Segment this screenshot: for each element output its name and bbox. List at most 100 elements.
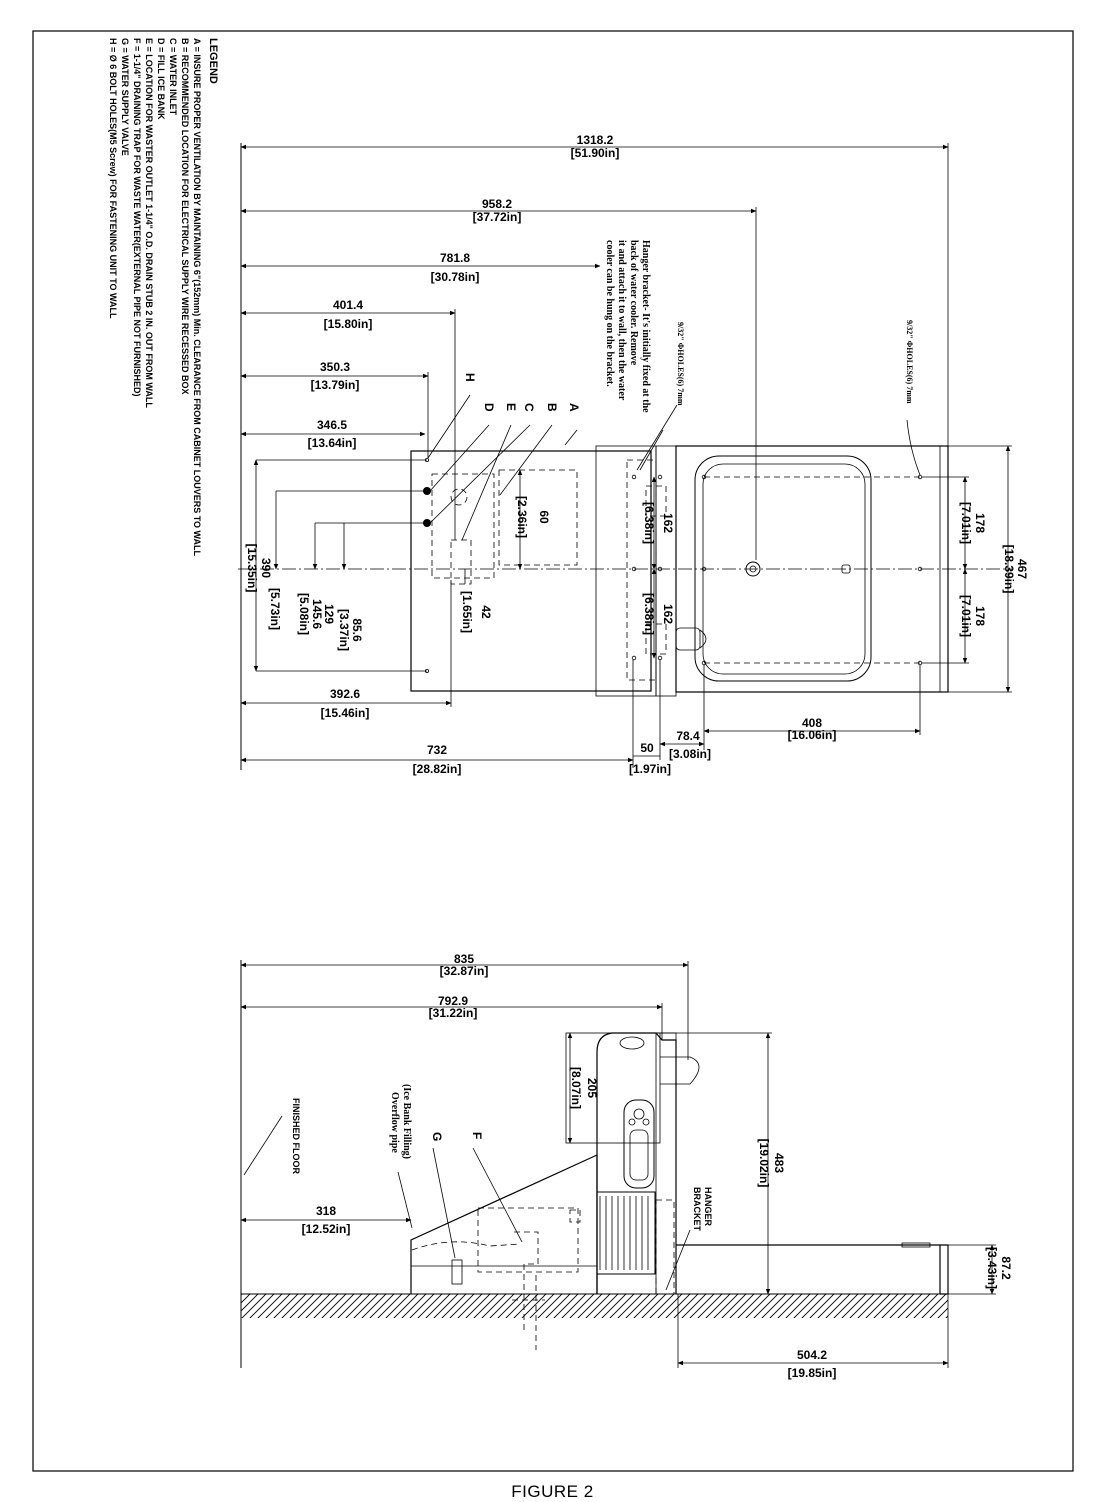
legend-item-b: B = RECOMMENDED LOCATION FOR ELECTRICAL … — [180, 38, 190, 394]
svg-text:178: 178 — [973, 606, 987, 626]
dim-504: 504.2 [19.85in] — [677, 1294, 949, 1380]
water-supply-valve — [451, 1259, 463, 1285]
push-button — [675, 627, 701, 651]
drawing-border — [32, 30, 1074, 1472]
legend-item-f: F = 1-1/4" DRAINING TRAP FOR WASTE WATER… — [132, 38, 142, 397]
drain-icon — [841, 564, 851, 574]
svg-text:1318.2: 1318.2 — [577, 133, 614, 147]
svg-text:78.4: 78.4 — [676, 729, 700, 743]
svg-text:87.2: 87.2 — [999, 1256, 1013, 1280]
dim-346: 346.5 [13.64in] — [240, 418, 426, 450]
svg-text:HANGER: HANGER — [703, 1187, 713, 1227]
svg-text:792.9: 792.9 — [438, 994, 468, 1008]
svg-text:401.4: 401.4 — [333, 298, 363, 312]
svg-text:[7.01in]: [7.01in] — [959, 502, 973, 544]
dim-408: 408 [16.06in] — [703, 665, 921, 742]
svg-text:Hanger bracket- It's initially: Hanger bracket- It's initially fixed at … — [640, 240, 651, 413]
legend-item-e: E = LOCATION FOR WASTER OUTLET 1-1/4" O.… — [144, 38, 154, 408]
svg-text:392.6: 392.6 — [330, 687, 360, 701]
svg-text:504.2: 504.2 — [797, 1348, 827, 1362]
dim-390: 390 [15.35in] — [245, 459, 427, 672]
dim-78: 78.4 [3.08in] — [659, 665, 711, 761]
svg-text:390: 390 — [259, 558, 273, 578]
svg-text:[13.79in]: [13.79in] — [311, 378, 360, 392]
drain-trap — [477, 1207, 579, 1273]
svg-text:[5.73in]: [5.73in] — [268, 588, 282, 630]
legend-item-c: C = WATER INLET — [168, 38, 178, 116]
holes-note-bracket: 9/32" ΦHOLES(6) 7mm — [676, 322, 685, 406]
dim-401: 401.4 [15.80in] — [240, 298, 456, 540]
legend-item-h: H = Ø 6 BOLT HOLES(M5 Screw) FOR FASTENI… — [108, 38, 118, 319]
dim-467: 467 [18.39in] — [948, 445, 1029, 693]
side-cabinet-outline — [596, 1032, 677, 1294]
cabinet-outline — [410, 450, 652, 692]
holes-note-basin: 9/32" ΦHOLES(6) 7mm — [905, 320, 914, 404]
letter-c: C — [522, 403, 536, 412]
legend-item-a: A = INSURE PROPER VENTILATION BY MAINTAI… — [192, 38, 202, 557]
cabinet-louvers — [596, 1191, 656, 1275]
svg-text:[8.07in]: [8.07in] — [569, 1067, 583, 1109]
side-view: FINISHED FLOOR Overflow pipe (Ice Bank F… — [240, 952, 1013, 1380]
hanger-bracket-label: HANGER BRACKET — [692, 1187, 713, 1232]
overflow-label: Overflow pipe (Ice Bank Filling) — [389, 1084, 412, 1159]
dim-87: 87.2 [3.43in] — [948, 1244, 1013, 1295]
letter-d: D — [482, 403, 496, 412]
bubbler-side-icon — [619, 1036, 645, 1050]
top-view: A B C E D H Hanger bracket- It's initial… — [238, 133, 1029, 776]
electrical-box-outline — [498, 469, 578, 566]
legend: LEGEND A = INSURE PROPER VENTILATION BY … — [108, 38, 219, 557]
svg-text:Overflow pipe: Overflow pipe — [389, 1092, 400, 1153]
basin-side-outline — [676, 1244, 949, 1295]
legend-title: LEGEND — [207, 38, 219, 84]
svg-text:732: 732 — [427, 743, 447, 757]
dim-145: 145.6 [5.73in] — [268, 490, 427, 630]
dim-350: 350.3 [13.79in] — [240, 360, 429, 458]
dim-205: 205 [8.07in] — [567, 1032, 599, 1144]
svg-text:60: 60 — [537, 510, 551, 524]
svg-text:[6.38in]: [6.38in] — [642, 502, 656, 544]
dim-129: 129 [5.08in] — [297, 522, 344, 635]
svg-text:[1.65in]: [1.65in] — [460, 591, 474, 633]
svg-text:(Ice Bank Filling): (Ice Bank Filling) — [401, 1084, 412, 1159]
dim-781: 781.8 [30.78in] — [240, 251, 601, 284]
svg-text:[3.37in]: [3.37in] — [337, 609, 351, 651]
svg-text:back of water cooler. Remove: back of water cooler. Remove — [628, 240, 639, 366]
dim-483: 483 [19.02in] — [660, 1032, 786, 1295]
svg-text:[30.78in]: [30.78in] — [431, 270, 480, 284]
svg-text:[12.52in]: [12.52in] — [302, 1222, 351, 1236]
svg-text:50: 50 — [640, 741, 654, 755]
svg-text:162: 162 — [661, 604, 675, 624]
dim-60: 60 [2.36in] — [515, 469, 551, 570]
letter-a: A — [567, 403, 581, 412]
svg-text:[31.22in]: [31.22in] — [429, 1006, 478, 1020]
svg-text:[32.87in]: [32.87in] — [440, 964, 489, 978]
letter-b: B — [545, 403, 559, 412]
svg-text:318: 318 — [316, 1204, 336, 1218]
svg-text:483: 483 — [772, 1153, 786, 1173]
svg-text:42: 42 — [479, 605, 493, 619]
svg-text:781.8: 781.8 — [440, 251, 470, 265]
dim-958: 958.2 [37.72in] — [240, 197, 757, 560]
svg-text:162: 162 — [661, 513, 675, 533]
dim-162-upper: 162 [6.38in] — [642, 476, 675, 570]
dim-162-lower: 162 [6.38in] — [642, 568, 675, 659]
dim-318: 318 [12.52in] — [240, 1204, 412, 1236]
svg-text:129: 129 — [322, 604, 336, 624]
svg-text:958.2: 958.2 — [482, 197, 512, 211]
svg-text:BRACKET: BRACKET — [692, 1187, 702, 1232]
svg-text:[13.64in]: [13.64in] — [308, 436, 357, 450]
svg-text:408: 408 — [802, 716, 822, 730]
dim-835: 835 [32.87in] — [240, 952, 689, 1060]
svg-text:[28.82in]: [28.82in] — [413, 762, 462, 776]
svg-text:[19.85in]: [19.85in] — [788, 1366, 837, 1380]
svg-text:145.6: 145.6 — [310, 599, 324, 629]
dim-178-lower: 178 [7.01in] — [922, 568, 987, 664]
bubbler-icon — [745, 561, 761, 577]
svg-text:205: 205 — [585, 1078, 599, 1098]
button-icon — [633, 1108, 645, 1120]
svg-text:178: 178 — [973, 513, 987, 533]
hanger-note: Hanger bracket- It's initially fixed at … — [604, 240, 651, 413]
basin-bowl — [694, 455, 872, 682]
svg-text:835: 835 — [454, 952, 474, 966]
